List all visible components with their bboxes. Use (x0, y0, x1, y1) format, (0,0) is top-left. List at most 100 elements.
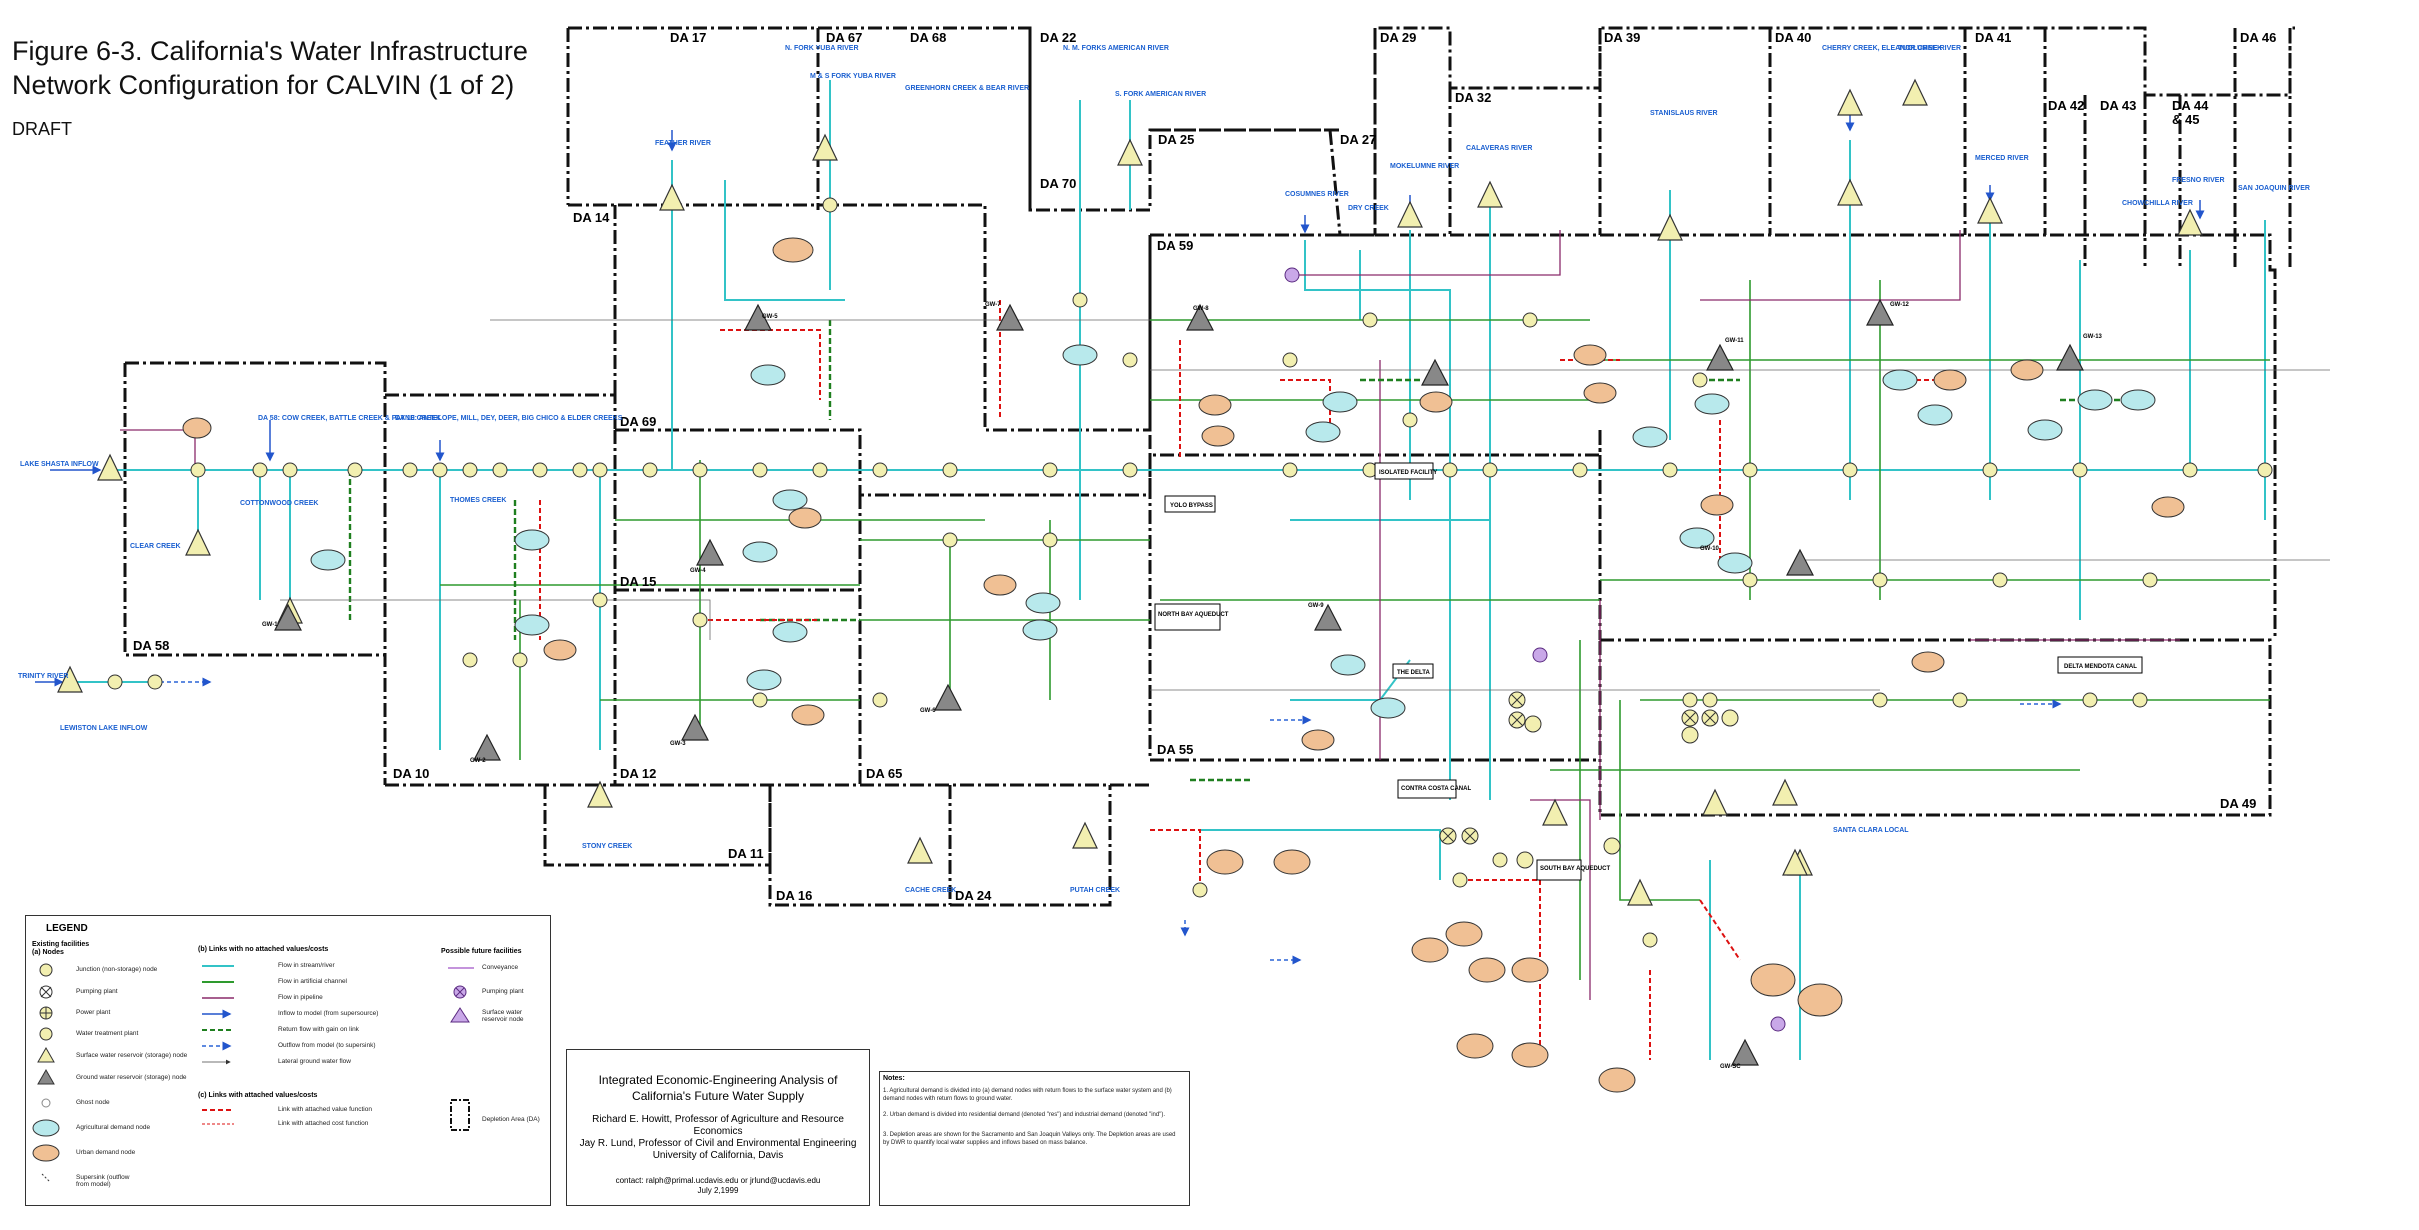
legend-panel: LEGEND Existing facilities (a) Nodes Jun… (25, 915, 551, 1206)
notes-panel: Notes: 1. Agricultural demand is divided… (879, 1071, 1190, 1206)
da-label: DA 55 (1157, 742, 1193, 757)
figure-title: Figure 6-3. California's Water Infrastru… (12, 34, 528, 102)
source-label: DA 10: ANTELOPE, MILL, DEY, DEER, BIG CH… (395, 415, 623, 422)
credits-contact: contact: ralph@primal.ucdavis.edu or jrl… (567, 1176, 869, 1186)
facility-label: YOLO BYPASS (1170, 503, 1213, 509)
gw-label: GW-9 (1308, 603, 1324, 609)
legend-attached-heading: (c) Links with attached values/costs (198, 1092, 317, 1099)
da-label: DA 44 (2172, 98, 2209, 113)
da-label: & 45 (2172, 112, 2199, 127)
pumping-plants (1440, 692, 1738, 868)
facility-label: SOUTH BAY AQUEDUCT (1540, 866, 1610, 872)
draft-label: DRAFT (12, 119, 72, 140)
legend-node-item: Urban demand node (76, 1149, 135, 1156)
source-label: STONY CREEK (582, 843, 632, 850)
facility-label: ISOLATED FACILITY (1379, 470, 1437, 476)
source-label: CHOWCHILLA RIVER (2122, 200, 2193, 207)
legend-node-symbols (32, 960, 72, 1230)
da-label: DA 29 (1380, 30, 1416, 45)
gw-label: GW-13 (2083, 334, 2103, 340)
legend-nodes-heading: (a) Nodes (32, 949, 64, 956)
source-label: COSUMNES RIVER (1285, 191, 1349, 198)
da-label: DA 40 (1775, 30, 1811, 45)
legend-existing: Existing facilities (32, 941, 89, 948)
facility-label: CONTRA COSTA CANAL (1401, 786, 1471, 792)
da-label: DA 39 (1604, 30, 1640, 45)
depletion-area-labels: DA 17 DA 67 DA 68 DA 22 DA 29 DA 39 DA 4… (133, 30, 2276, 903)
source-label: FEATHER RIVER (655, 140, 711, 147)
legend-link-item: Lateral ground water flow (278, 1058, 351, 1065)
legend-links-heading: (b) Links with no attached values/costs (198, 946, 328, 953)
facility-label: NORTH BAY AQUEDUCT (1158, 612, 1229, 618)
da-label: DA 42 (2048, 98, 2084, 113)
legend-future-item: Pumping plant (482, 988, 524, 995)
legend-node-item: Junction (non-storage) node (76, 966, 157, 973)
legend-future-heading: Possible future facilities (441, 948, 522, 955)
channel-links (440, 280, 2270, 980)
da-label: DA 10 (393, 766, 429, 781)
da-label: DA 14 (573, 210, 610, 225)
da-label: DA 68 (910, 30, 946, 45)
figure-title-line2: Network Configuration for CALVIN (1 of 2… (12, 68, 528, 102)
source-label: M & S FORK YUBA RIVER (810, 73, 896, 80)
source-label: SAN JOAQUIN RIVER (2238, 185, 2310, 192)
legend-link-item: Flow in stream/river (278, 962, 335, 969)
legend-future-item: Surface water reservoir node (482, 1009, 542, 1023)
source-label: TUOLUMNE RIVER (1898, 45, 1961, 52)
da-label: DA 49 (2220, 796, 2256, 811)
source-label: CACHE CREEK (905, 887, 956, 894)
depletion-area-boundaries (125, 28, 2295, 905)
credits-title-line1: Integrated Economic-Engineering Analysis… (567, 1072, 869, 1088)
gw-label: GW-12 (1890, 302, 1910, 308)
da-label: DA 58 (133, 638, 169, 653)
da-label: DA 27 (1340, 132, 1376, 147)
source-label: COTTONWOOD CREEK (240, 500, 318, 507)
legend-link-item: Flow in pipeline (278, 994, 323, 1001)
legend-link-item: Flow in artificial channel (278, 978, 347, 985)
da-label: DA 22 (1040, 30, 1076, 45)
source-label: S. FORK AMERICAN RIVER (1115, 91, 1206, 98)
source-label: DRY CREEK (1348, 205, 1389, 212)
da-label: DA 15 (620, 574, 656, 589)
da-label: DA 24 (955, 888, 992, 903)
legend-node-item: Ghost node (76, 1099, 110, 1106)
da-label: DA 43 (2100, 98, 2136, 113)
credits-affiliation: University of California, Davis (567, 1150, 869, 1162)
legend-link-item: Inflow to model (from supersource) (278, 1010, 378, 1017)
source-label: N. M. FORKS AMERICAN RIVER (1063, 45, 1169, 52)
source-label: TRINITY RIVER (18, 673, 68, 680)
source-label: CLEAR CREEK (130, 543, 181, 550)
source-label: LAKE SHASTA INFLOW (20, 461, 99, 468)
credits-panel: Integrated Economic-Engineering Analysis… (566, 1049, 870, 1206)
legend-node-item: Water treatment plant (76, 1030, 138, 1037)
source-label: MERCED RIVER (1975, 155, 2029, 162)
da-label: DA 17 (670, 30, 706, 45)
da-label: DA 41 (1975, 30, 2011, 45)
credits-author: Jay R. Lund, Professor of Civil and Envi… (567, 1138, 869, 1150)
facility-label: THE DELTA (1397, 670, 1430, 676)
gw-label: GW-7 (985, 302, 1001, 308)
note-item: 3. Depletion areas are shown for the Sac… (883, 1132, 1183, 1147)
gw-label: GW-1 (262, 622, 278, 628)
figure-title-line1: Figure 6-3. California's Water Infrastru… (12, 34, 528, 68)
source-label: CALAVERAS RIVER (1466, 145, 1532, 152)
agricultural-demand-nodes (311, 345, 2155, 718)
source-label: THOMES CREEK (450, 497, 506, 504)
legend-future-item: Conveyance (482, 964, 518, 971)
legend-link-item: Return flow with gain on link (278, 1026, 359, 1033)
credits-author: Richard E. Howitt, Professor of Agricult… (567, 1114, 869, 1138)
legend-node-item: Surface water reservoir (storage) node (76, 1052, 187, 1059)
facility-label: DELTA MENDOTA CANAL (2064, 664, 2137, 670)
gw-label: GW-SC (1720, 1064, 1741, 1070)
gw-label: GW-5 (762, 314, 778, 320)
legend-link-item: Outflow from model (to supersink) (278, 1042, 376, 1049)
credits-title: Integrated Economic-Engineering Analysis… (567, 1072, 869, 1104)
da-label: DA 25 (1158, 132, 1194, 147)
legend-link-symbols (200, 956, 236, 1206)
legend-attached-item: Link with attached value function (278, 1106, 372, 1113)
junction-nodes (108, 198, 2272, 947)
inflow-links (35, 110, 2200, 682)
legend-node-item: Agricultural demand node (76, 1124, 150, 1131)
credits-date: July 2,1999 (567, 1186, 869, 1196)
legend-title: LEGEND (46, 923, 88, 934)
